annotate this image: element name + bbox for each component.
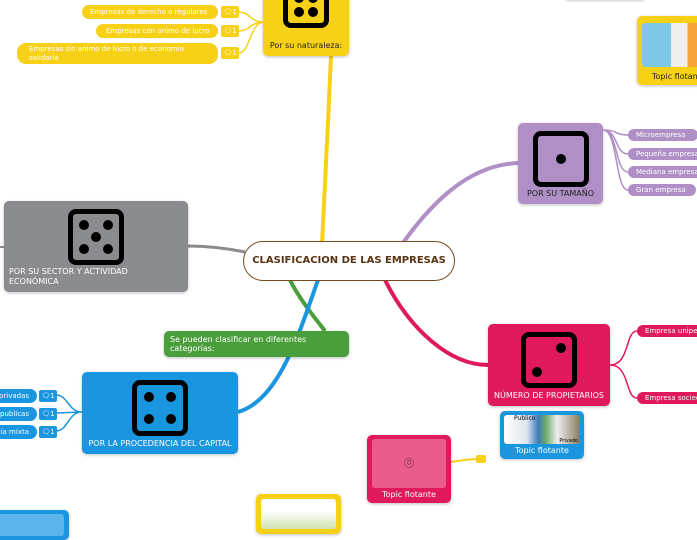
topic-propietarios[interactable]: NÚMERO DE PROPIETARIOS <box>488 324 610 406</box>
tamano-item[interactable]: Microempresa <box>628 129 697 141</box>
dice-one-icon <box>532 131 589 187</box>
connector-handle[interactable] <box>476 455 486 463</box>
naturaleza-item[interactable]: Empresas de derecho o regulares <box>82 5 218 19</box>
propietarios-item[interactable]: Empresa sociedad <box>637 392 697 404</box>
camera-icon: ⌾ <box>372 439 446 488</box>
comment-badge[interactable]: 🗨1 <box>221 6 239 18</box>
topic-tamano[interactable]: POR SU TAMAÑO <box>518 123 603 204</box>
capital-item[interactable]: ía mixta <box>0 425 37 439</box>
floating-topic-yellow[interactable]: Topic flotante <box>637 16 697 85</box>
line-naturaleza <box>320 55 333 246</box>
green-note[interactable]: Se pueden clasificar en diferentes categ… <box>164 331 349 357</box>
public-private-image: Publico Privado <box>504 415 580 444</box>
tamano-item[interactable]: Gran empresa <box>628 184 696 196</box>
dice-two-icon <box>521 332 577 388</box>
naturaleza-item[interactable]: Empresas con animo de lucro <box>96 24 218 38</box>
money-plant-image <box>261 499 336 529</box>
dice-four-icon <box>283 0 329 28</box>
topic-capital[interactable]: POR LA PROCEDENCIA DEL CAPITAL <box>82 372 238 454</box>
central-topic[interactable]: CLASIFICACION DE LAS EMPRESAS <box>243 241 455 281</box>
line-propietarios <box>383 279 489 367</box>
comment-badge[interactable]: 🗨1 <box>39 408 57 420</box>
floating-topic-blue[interactable]: Publico Privado Topic flotante <box>500 411 584 459</box>
capital-item[interactable]: privadas <box>0 389 37 403</box>
comment-badge[interactable]: 🗨1 <box>221 47 239 59</box>
tamano-item[interactable]: Pequeña empresa <box>628 148 697 160</box>
dice-five-icon <box>68 209 124 265</box>
comment-badge[interactable]: 🗨1 <box>39 426 57 438</box>
buildings-image <box>642 23 697 67</box>
naturaleza-item[interactable]: Empresas sin animo de lucro o de economi… <box>17 43 218 64</box>
comment-badge[interactable]: 🗨1 <box>39 390 57 402</box>
comment-badge[interactable]: 🗨1 <box>221 25 239 37</box>
floating-topic-pink[interactable]: ⌾ Topic flotante <box>367 435 451 503</box>
propietarios-item[interactable]: Empresa unipersonal <box>637 325 697 337</box>
line-sector <box>187 244 246 254</box>
tamano-item[interactable]: Mediana empresa <box>628 166 697 178</box>
topic-sector[interactable]: POR SU SECTOR Y ACTIVIDAD ECONÓMICA <box>4 201 188 292</box>
dice-four-icon <box>132 380 188 436</box>
topic-naturaleza[interactable]: Por su naturaleza: <box>263 0 349 56</box>
capital-item[interactable]: publicas <box>0 407 37 421</box>
offscreen-topic-blue[interactable] <box>0 510 69 540</box>
line-capital <box>237 279 320 414</box>
image-topic-yellow[interactable] <box>256 494 341 534</box>
